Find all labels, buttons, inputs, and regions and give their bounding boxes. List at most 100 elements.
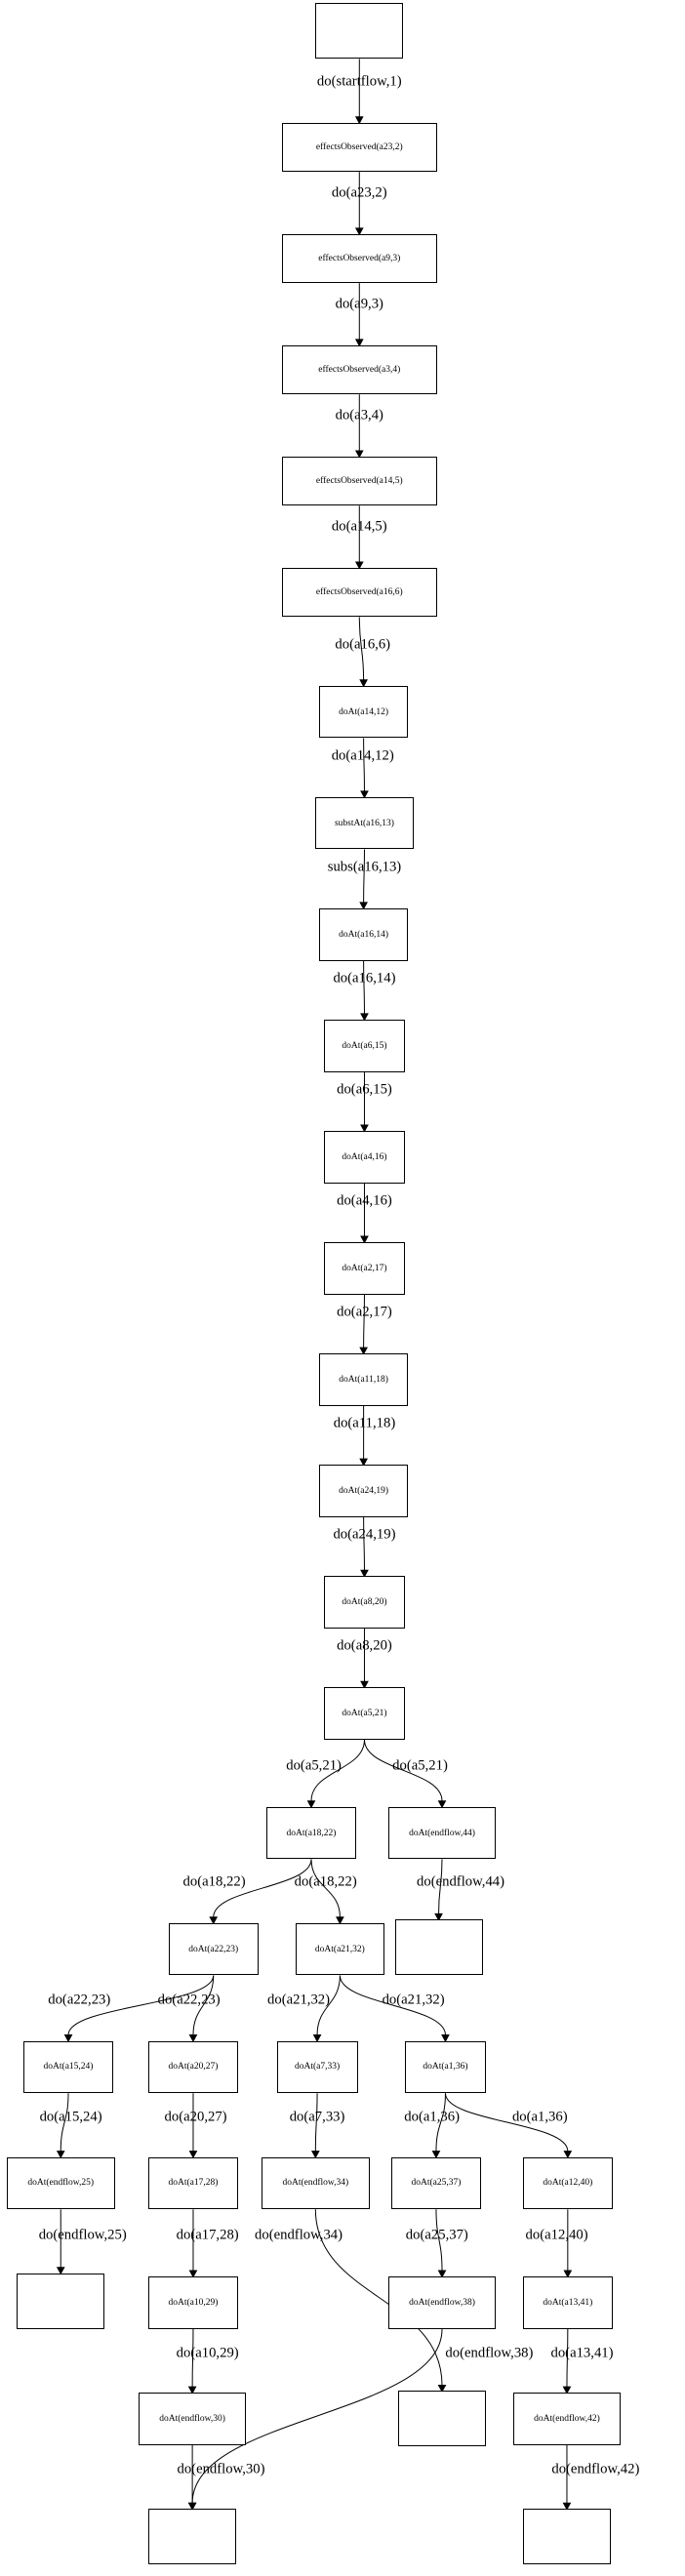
graph-node-empty	[394, 1919, 483, 1976]
graph-edge	[314, 2209, 443, 2386]
graph-edge-label: do(a1,36)	[511, 2109, 568, 2125]
graph-edge-arrowhead	[63, 2034, 73, 2043]
graph-edge-label: do(a5,21)	[286, 1757, 342, 1774]
graph-edge-label: do(a13,41)	[550, 2345, 614, 2361]
graph-edge-arrowhead	[563, 2151, 573, 2159]
graph-edge-arrowhead	[562, 2502, 572, 2511]
graph-node: doAt(a15,24)	[23, 2040, 113, 2094]
graph-edge	[60, 2093, 69, 2152]
graph-node: doAt(a12,40)	[523, 2156, 613, 2210]
graph-edge-arrowhead	[56, 2151, 65, 2159]
graph-edge-arrowhead	[434, 1912, 443, 1921]
graph-node: doAt(a13,41)	[523, 2276, 613, 2329]
graph-edge-label: do(a3,4)	[335, 407, 383, 423]
graph-edge-arrowhead	[354, 339, 364, 347]
graph-edge-label: do(endflow,42)	[551, 2461, 640, 2477]
graph-edge-arrowhead	[359, 679, 368, 688]
graph-edge-label: do(a14,5)	[331, 518, 387, 535]
graph-edge-label: do(a10,29)	[176, 2345, 239, 2361]
graph-edge	[213, 1859, 312, 1917]
graph-node: doAt(endflow,30)	[138, 2393, 247, 2445]
graph-edge-label: do(a23,2)	[331, 184, 387, 201]
graph-edge-label: do(a16,14)	[333, 970, 396, 986]
graph-edge-label: do(a5,21)	[392, 1757, 448, 1774]
graph-edge	[435, 2093, 446, 2152]
graph-node: doAt(a11,18)	[318, 1353, 409, 1406]
graph-edge-label: do(a1,36)	[404, 2109, 460, 2125]
graph-edge-arrowhead	[188, 2270, 198, 2278]
graph-edge-arrowhead	[187, 2386, 197, 2395]
graph-edge-arrowhead	[354, 561, 364, 570]
graph-edge	[358, 617, 365, 680]
graph-edge-arrowhead	[354, 450, 364, 459]
graph-node-empty	[17, 2273, 105, 2329]
graph-edge	[566, 2328, 569, 2388]
graph-edge-arrowhead	[354, 116, 364, 125]
graph-edge	[192, 1975, 215, 2035]
graph-node: doAt(a1,36)	[404, 2040, 486, 2094]
graph-edge	[310, 1739, 365, 1801]
graph-edge	[314, 2093, 318, 2152]
graph-edge-label: do(a9,3)	[335, 296, 383, 312]
graph-node: doAt(endflow,42)	[512, 2393, 622, 2445]
graph-node: doAt(a21,32)	[295, 1922, 385, 1976]
graph-edge	[363, 960, 365, 1014]
graph-node: doAt(a2,17)	[323, 1242, 405, 1295]
graph-edge-label: do(endflow,38)	[445, 2345, 534, 2361]
graph-edge-label: do(a21,32)	[382, 1992, 445, 2008]
graph-edge	[363, 1294, 365, 1348]
graph-node: doAt(a25,37)	[391, 2156, 481, 2210]
graph-node: effectsObserved(a14,5)	[281, 456, 437, 506]
graph-node: doAt(a24,19)	[318, 1465, 409, 1517]
graph-edge-arrowhead	[187, 2502, 197, 2511]
graph-edge-label: do(a12,40)	[525, 2227, 588, 2243]
graph-edge-arrowhead	[360, 1013, 369, 1022]
graph-edge-label: do(endflow,30)	[177, 2461, 265, 2477]
graph-edge	[363, 1739, 443, 1801]
graph-edge	[363, 738, 365, 791]
graph-edge	[191, 2328, 443, 2504]
graph-edge-arrowhead	[359, 1347, 368, 1355]
graph-edge-arrowhead	[437, 2270, 447, 2278]
graph-edge-arrowhead	[437, 2384, 447, 2394]
graph-edge-label: do(a6,15)	[337, 1081, 392, 1098]
graph-edge-label: do(a11,18)	[333, 1415, 396, 1431]
graph-edge-arrowhead	[562, 2386, 572, 2395]
graph-edge-arrowhead	[360, 1569, 369, 1578]
graph-node: doAt(a4,16)	[323, 1130, 405, 1184]
graph-node-empty	[398, 2391, 486, 2447]
graph-edge	[444, 2093, 569, 2152]
graph-edge-label: do(a18,22)	[294, 1873, 357, 1890]
graph-edge-arrowhead	[336, 1916, 344, 1925]
graph-node: doAt(endflow,44)	[387, 1806, 497, 1860]
graph-edge-arrowhead	[437, 1800, 447, 1809]
graph-edge-label: do(a14,12)	[331, 747, 394, 764]
graph-edge-label: do(a22,23)	[157, 1992, 221, 2008]
graph-edge-arrowhead	[360, 790, 369, 799]
graph-node: doAt(a18,22)	[266, 1806, 356, 1860]
graph-edge-label: do(a24,19)	[333, 1526, 396, 1543]
graph-edge-label: do(a16,6)	[335, 636, 391, 653]
graph-edge-label: do(endflow,34)	[255, 2227, 343, 2243]
graph-edge-arrowhead	[188, 2151, 198, 2159]
graph-node: doAt(a6,15)	[323, 1019, 405, 1072]
graph-edge-arrowhead	[441, 2034, 450, 2043]
graph-edge-label: do(a15,24)	[39, 2109, 102, 2125]
graph-node: effectsObserved(a9,3)	[281, 233, 437, 284]
graph-node: effectsObserved(a3,4)	[281, 344, 437, 395]
graph-node-empty	[315, 3, 404, 60]
graph-edge	[438, 1859, 443, 1914]
graph-node: doAt(a14,12)	[318, 685, 409, 739]
graph-edge-arrowhead	[306, 1800, 316, 1809]
graph-edge-label: subs(a16,13)	[327, 859, 402, 875]
graph-edge-arrowhead	[360, 1124, 369, 1133]
graph-node: doAt(endflow,38)	[387, 2276, 497, 2329]
graph-node: doAt(a22,23)	[168, 1922, 259, 1976]
graph-edge-label: do(a21,32)	[267, 1992, 331, 2008]
graph-edge-label: do(a20,27)	[164, 2109, 227, 2125]
graph-edge-label: do(a25,37)	[405, 2227, 468, 2243]
graph-node: effectsObserved(a16,6)	[281, 568, 437, 618]
graph-edge-label: do(endflow,25)	[38, 2227, 127, 2243]
graph-node: substAt(a16,13)	[315, 796, 414, 850]
graph-node: effectsObserved(a23,2)	[281, 122, 437, 173]
